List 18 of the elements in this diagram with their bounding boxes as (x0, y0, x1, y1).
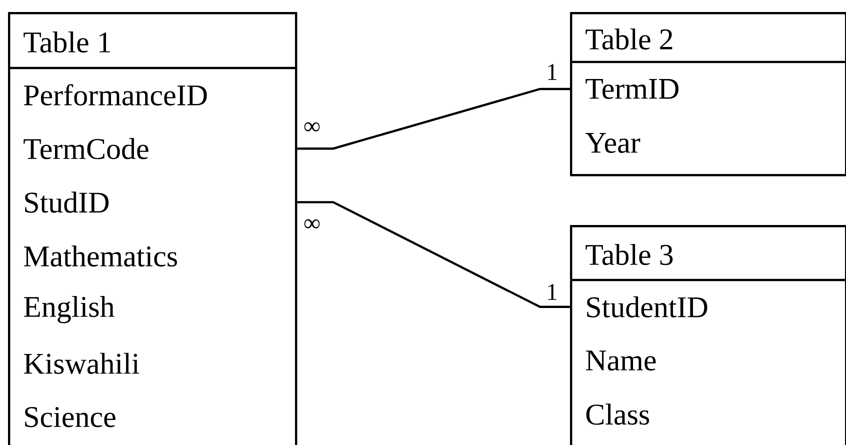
field-row: Science (25, 407, 116, 428)
multiplicity-label: 1 (548, 284, 557, 300)
field-row: StudentID (587, 296, 708, 318)
multiplicity-label: ∞ (304, 122, 320, 132)
field-row: TermID (586, 79, 678, 99)
multiplicity-label: ∞ (304, 219, 320, 228)
field-row: Name (586, 350, 656, 371)
relationship-line (297, 88, 570, 150)
relationship-line (297, 201, 570, 308)
field-row: English (24, 296, 114, 324)
field-row: Year (585, 133, 640, 153)
field-row: Class (586, 404, 650, 425)
field-row: TermCode (24, 138, 148, 160)
multiplicity-label: 1 (548, 64, 557, 80)
field-row: Kiswahili (24, 352, 140, 374)
field-row: StudID (25, 192, 109, 213)
field-row: PerformanceID (24, 84, 207, 106)
field-row: Mathematics (24, 245, 177, 267)
